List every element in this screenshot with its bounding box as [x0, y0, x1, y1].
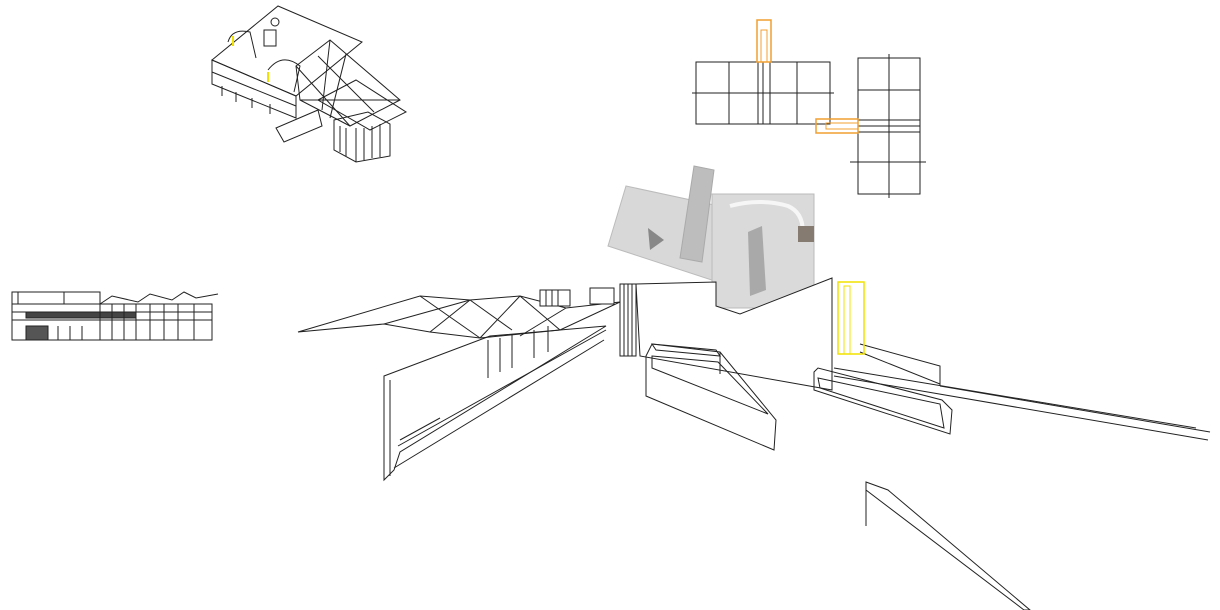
sunken-box-inner	[652, 356, 768, 414]
plan-a-orange-box	[757, 20, 771, 62]
iso-slab-edge	[212, 72, 296, 106]
wall-bottom-right	[866, 482, 1030, 610]
roof-fold	[480, 296, 520, 338]
wall-edge	[398, 330, 606, 446]
yellow-frame-inner	[844, 286, 850, 354]
iso-main-slab-side	[212, 60, 296, 118]
floating-plan-dark	[798, 226, 814, 242]
trough-right	[814, 368, 952, 434]
iso-roof-curve	[228, 31, 256, 58]
plan-b-orange-inner	[826, 123, 858, 129]
tower-face	[636, 278, 832, 390]
folded-roof	[298, 296, 620, 338]
wall-edge	[394, 340, 604, 468]
iso-roof-circle	[271, 18, 279, 26]
floating-plan-light	[680, 166, 714, 262]
iso-fold	[296, 66, 350, 126]
floor-plan-drawing-icon[interactable]	[692, 20, 926, 198]
iso-roof-curve-2	[268, 60, 300, 92]
roof-fold	[384, 300, 470, 324]
iso-fold	[318, 56, 374, 112]
iso-fold	[330, 54, 346, 118]
elev-dark-base	[26, 326, 48, 340]
roof-fold	[420, 296, 480, 338]
iso-roof-box	[264, 30, 276, 46]
trough-edge	[834, 376, 1208, 440]
iso-lower-block	[334, 112, 390, 162]
plan-b-orange-box	[816, 119, 858, 133]
wall-left	[384, 326, 606, 480]
iso-ramp	[276, 110, 322, 142]
trough-edge	[834, 368, 1196, 428]
roof-fold	[520, 296, 560, 330]
iso-folded-roof	[296, 40, 400, 126]
sunken-box-top	[652, 344, 720, 356]
trough-edge	[940, 386, 1210, 432]
roof-fold	[470, 300, 512, 330]
iso-main-slab	[212, 6, 362, 96]
iso-fold	[322, 40, 330, 110]
roof-block	[590, 288, 614, 304]
floating-plan-ramp	[748, 226, 766, 296]
elev-right-block	[100, 304, 212, 340]
isometric-building-icon[interactable]	[212, 6, 406, 162]
roof-fold	[520, 308, 566, 336]
elev-folded-roof	[100, 292, 218, 304]
trough-edge	[860, 344, 940, 386]
iso-folded-roof-2	[318, 80, 406, 130]
elev-ribbon-window	[26, 312, 136, 318]
trough-right-inner	[818, 378, 944, 428]
elevation-drawing-icon[interactable]	[12, 292, 218, 340]
plan-a-orange-inner	[761, 30, 767, 62]
wall-edge	[400, 418, 440, 440]
perspective-drawing-icon[interactable]	[298, 166, 1210, 610]
roof-block	[540, 290, 570, 306]
trough-edge	[860, 352, 940, 384]
yellow-frame-outer	[838, 282, 864, 354]
elev-roof-block	[18, 292, 64, 304]
floating-plan-tri	[648, 228, 664, 250]
roof-fold	[430, 300, 470, 332]
